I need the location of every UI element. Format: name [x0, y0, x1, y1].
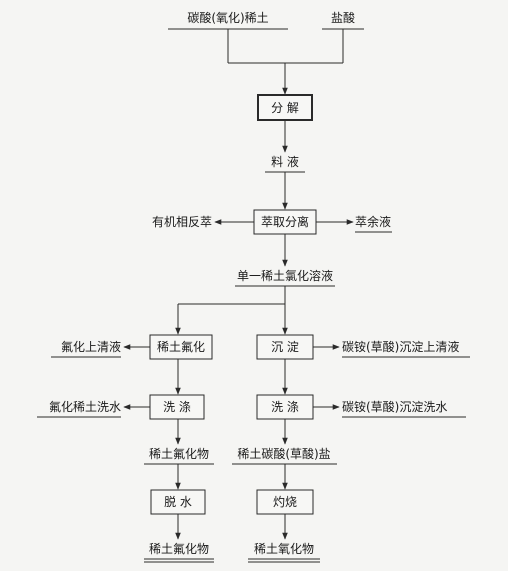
fluoride-wash-water-label: 氟化稀土洗水	[49, 400, 121, 414]
fluorination-supernatant-label: 氟化上清液	[61, 339, 121, 354]
wash-left-label: 洗 涤	[163, 400, 191, 414]
extraction-label: 萃取分离	[261, 214, 309, 229]
wash-right-box	[256, 394, 314, 420]
fluorination-box	[149, 334, 213, 360]
dehydrate-box	[150, 489, 206, 515]
decompose-label: 分 解	[271, 101, 299, 115]
calcine-label: 灼烧	[273, 494, 297, 509]
input-hydrochloric-acid: 盐酸	[331, 10, 355, 25]
raffinate-label: 萃余液	[355, 214, 391, 229]
fluorination-label: 稀土氟化	[157, 340, 205, 354]
precip-supernatant-label: 碳铵(草酸)沉淀上清液	[342, 339, 459, 354]
single-re-chloride-label: 单一稀土氯化溶液	[237, 268, 333, 283]
precipitation-label: 沉 淀	[271, 340, 299, 354]
feed-liquid-label: 料 液	[271, 154, 299, 169]
wash-right-label: 洗 涤	[271, 400, 299, 414]
re-fluoride-product-label: 稀土氟化物	[149, 542, 209, 556]
re-oxide-product-label: 稀土氧化物	[254, 542, 314, 556]
re-carbonate-salt-label: 稀土碳酸(草酸)盐	[237, 446, 330, 461]
dehydrate-label: 脱 水	[164, 494, 192, 509]
precip-wash-water-label: 碳铵(草酸)沉淀洗水	[342, 399, 447, 414]
wash-left-box	[149, 394, 205, 420]
re-fluoride-label: 稀土氟化物	[149, 447, 209, 461]
calcine-box	[256, 489, 314, 515]
input-rare-earth-carbonate: 碳酸(氧化)稀土	[187, 10, 268, 25]
organic-back-extract-label: 有机相反萃	[152, 215, 212, 229]
precipitation-box	[256, 334, 314, 360]
